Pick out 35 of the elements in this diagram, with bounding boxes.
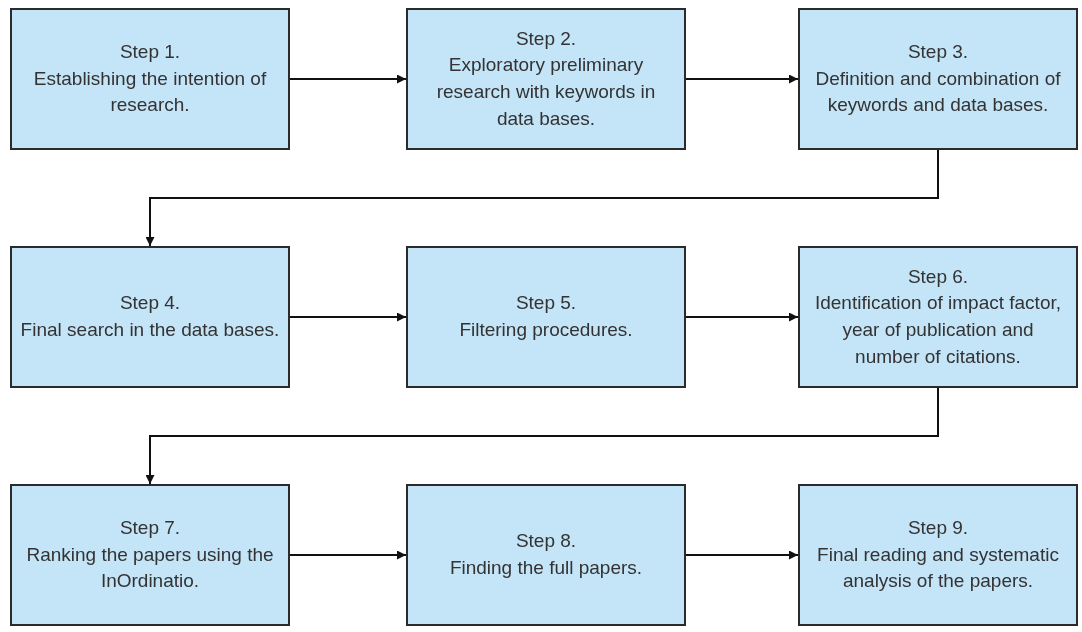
- process-box: [10, 246, 290, 388]
- step-description: Finding the full papers.: [449, 556, 643, 580]
- process-box: [406, 8, 686, 150]
- arrow: [145, 387, 939, 485]
- step-number: Step 6.: [907, 264, 969, 289]
- step-description: Final reading and systematic analysis of the papers.: [816, 542, 1060, 594]
- step-number: Step 4.: [119, 291, 181, 316]
- arrow: [145, 149, 939, 247]
- arrow: [289, 74, 407, 84]
- step-description: Definition and combination of keywords and data bases.: [814, 66, 1062, 118]
- step-number: Step 5.: [515, 291, 577, 316]
- step-description: Ranking the papers using the InOrdinatio.: [25, 542, 275, 594]
- step-description: Establishing the intention of research.: [32, 66, 268, 118]
- arrow: [685, 74, 799, 84]
- arrow: [685, 312, 799, 322]
- step-number: Step 7.: [119, 516, 181, 541]
- step-number: Step 1.: [119, 40, 181, 65]
- step-number: Step 3.: [907, 40, 969, 65]
- step-number: Step 2.: [515, 26, 577, 51]
- process-box: [798, 246, 1078, 388]
- step-description: Final search in the data bases.: [20, 318, 280, 342]
- step-description: Identification of impact factor, year of publication and number of citations.: [813, 291, 1063, 369]
- arrow: [685, 550, 799, 560]
- arrow: [289, 550, 407, 560]
- step-number: Step 9.: [907, 516, 969, 541]
- step-number: Step 8.: [515, 529, 577, 554]
- process-box: [10, 8, 290, 150]
- step-description: Filtering procedures.: [459, 318, 633, 342]
- process-box: [798, 484, 1078, 626]
- process-box: [10, 484, 290, 626]
- process-box: [406, 246, 686, 388]
- arrow: [289, 312, 407, 322]
- step-description: Exploratory preliminary research with keywords in data bases.: [435, 53, 657, 131]
- process-box: [798, 8, 1078, 150]
- process-box: [406, 484, 686, 626]
